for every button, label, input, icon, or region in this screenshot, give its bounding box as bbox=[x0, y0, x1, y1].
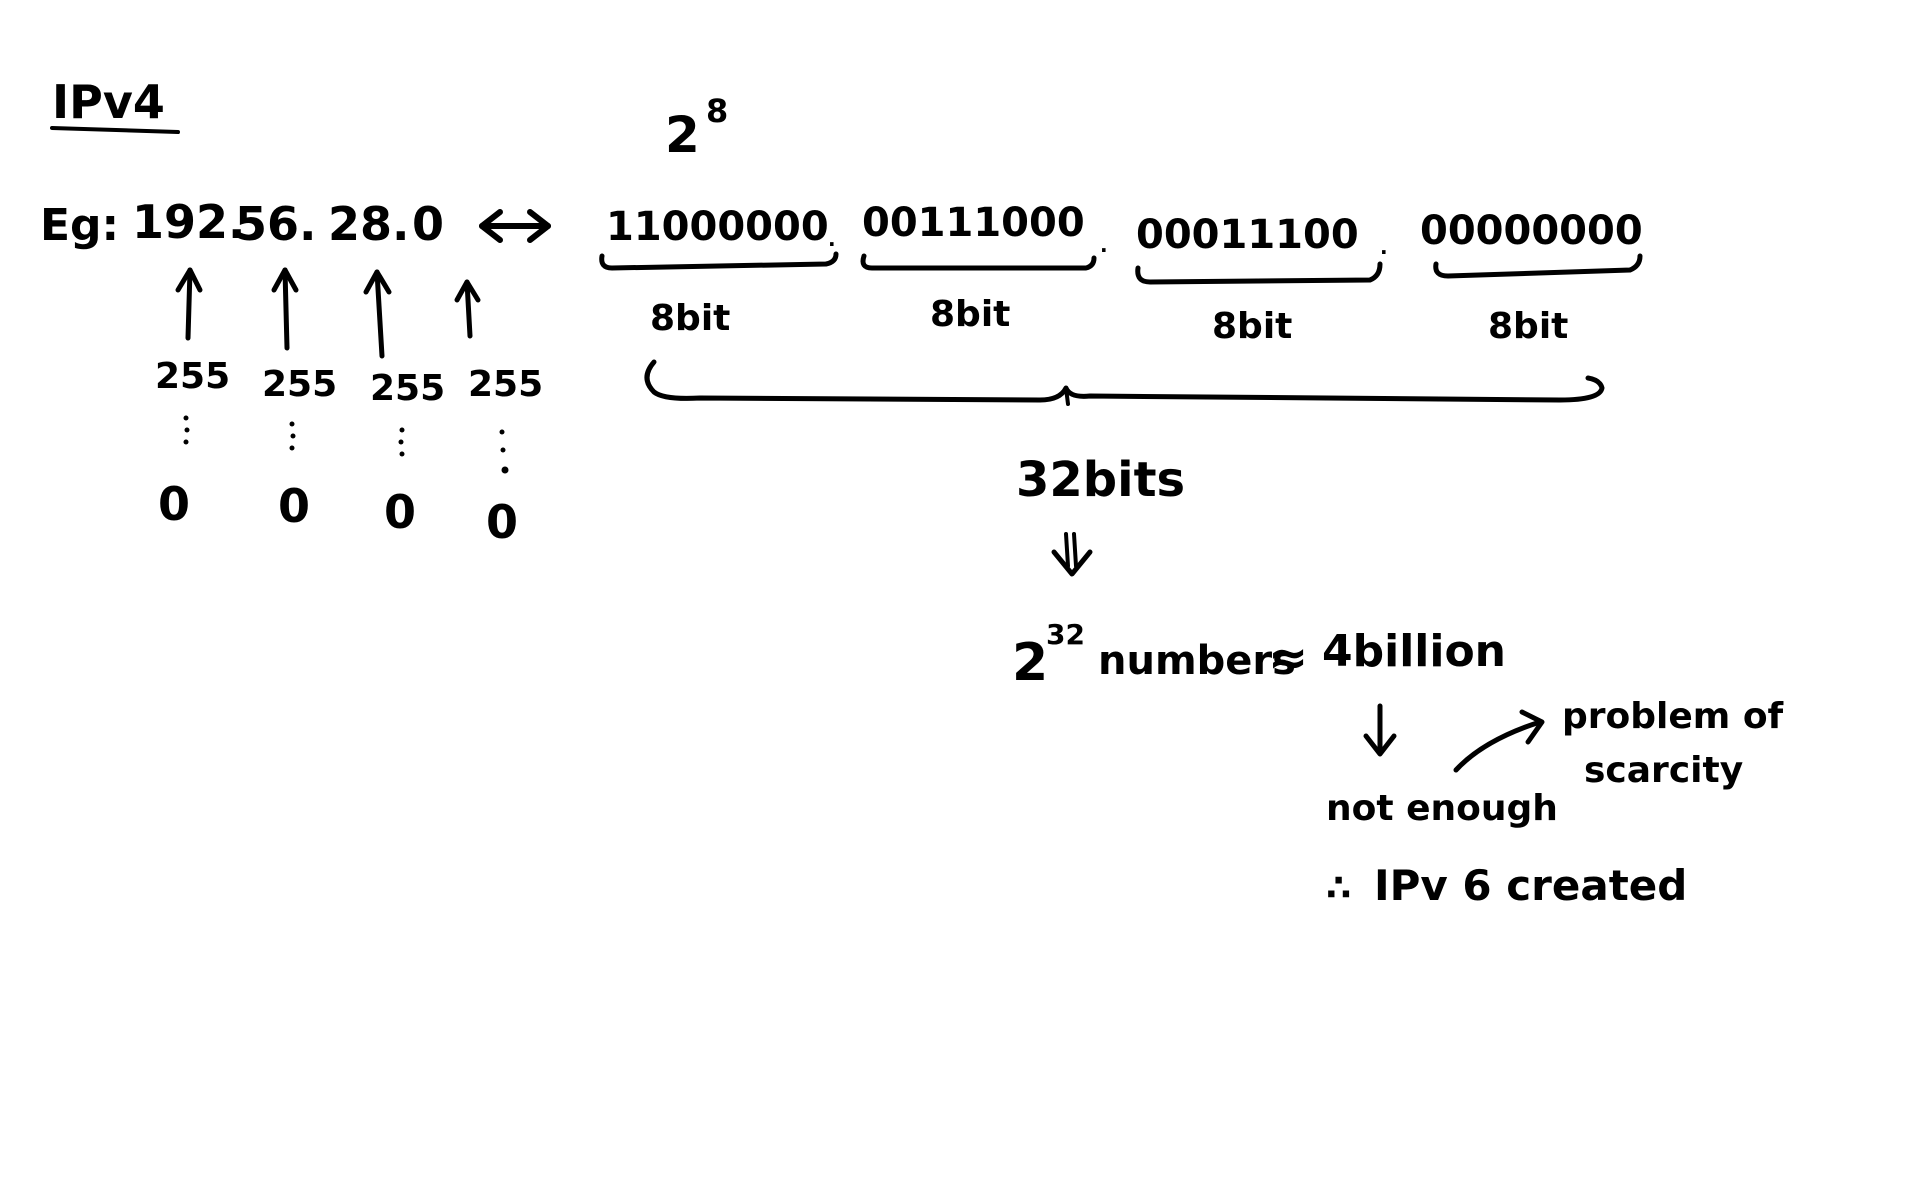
down-arrow-icon bbox=[1051, 532, 1093, 577]
octet-range-arrows bbox=[175, 267, 481, 359]
bit-label: 8bit bbox=[650, 298, 730, 339]
therefore-symbol: ∴ bbox=[1326, 868, 1351, 909]
power-exponent: 8 bbox=[706, 92, 728, 130]
bit-label: 8bit bbox=[1212, 306, 1292, 347]
octet-decimal-1: 192. bbox=[132, 195, 246, 249]
approx-symbol: ≈ bbox=[1268, 630, 1308, 686]
numbers-exponent: 32 bbox=[1046, 618, 1085, 651]
problem-text: problem of bbox=[1562, 696, 1784, 737]
scarcity-text: scarcity bbox=[1584, 750, 1743, 791]
numbers-base: 2 bbox=[1012, 633, 1048, 693]
total-brace bbox=[644, 359, 1605, 403]
binary-separator: . bbox=[828, 227, 836, 251]
example-prefix: Eg: bbox=[40, 200, 119, 251]
octet-min-value: 0 bbox=[384, 485, 416, 539]
octet-max-value: 255 bbox=[370, 368, 445, 409]
binary-separator: . bbox=[1100, 233, 1108, 257]
octet-min-value: 0 bbox=[486, 495, 518, 549]
ipv6-created-text: IPv 6 created bbox=[1374, 861, 1687, 910]
binary-octet-1: 11000000 bbox=[606, 204, 829, 250]
octet-braces bbox=[599, 251, 1643, 285]
curved-arrow-icon bbox=[1453, 709, 1545, 773]
up-arrow-icon bbox=[363, 269, 392, 359]
octet-max-value: 255 bbox=[468, 364, 543, 405]
up-arrow-icon bbox=[175, 267, 203, 341]
bit-label: 8bit bbox=[1488, 306, 1568, 347]
power-base: 2 bbox=[665, 106, 700, 164]
range-dots bbox=[183, 415, 509, 474]
equivalence-arrow bbox=[479, 209, 551, 243]
octet-max-value: 255 bbox=[155, 356, 230, 397]
up-arrow-icon bbox=[454, 279, 481, 339]
diagram-title: IPv4 bbox=[52, 75, 165, 129]
octet-decimal-2: 56. bbox=[235, 197, 317, 251]
octet-min-value: 0 bbox=[278, 479, 310, 533]
down-arrow-icon bbox=[1363, 703, 1397, 757]
octet-max-value: 255 bbox=[262, 364, 337, 405]
binary-octet-4: 00000000 bbox=[1420, 208, 1643, 254]
not-enough-text: not enough bbox=[1326, 788, 1558, 829]
bit-label: 8bit bbox=[930, 294, 1010, 335]
title-underline bbox=[50, 126, 180, 134]
approx-value: 4billion bbox=[1322, 626, 1506, 677]
octet-decimal-3: 28. bbox=[328, 197, 410, 251]
binary-octet-3: 00011100 bbox=[1136, 212, 1359, 258]
octet-decimal-4: 0 bbox=[412, 197, 444, 251]
total-bits-label: 32bits bbox=[1016, 452, 1185, 508]
octet-min-value: 0 bbox=[158, 477, 190, 531]
numbers-text: numbers bbox=[1098, 638, 1296, 684]
binary-separator: . bbox=[1380, 235, 1388, 259]
binary-octet-2: 00111000 bbox=[862, 200, 1085, 246]
up-arrow-icon bbox=[271, 267, 299, 351]
